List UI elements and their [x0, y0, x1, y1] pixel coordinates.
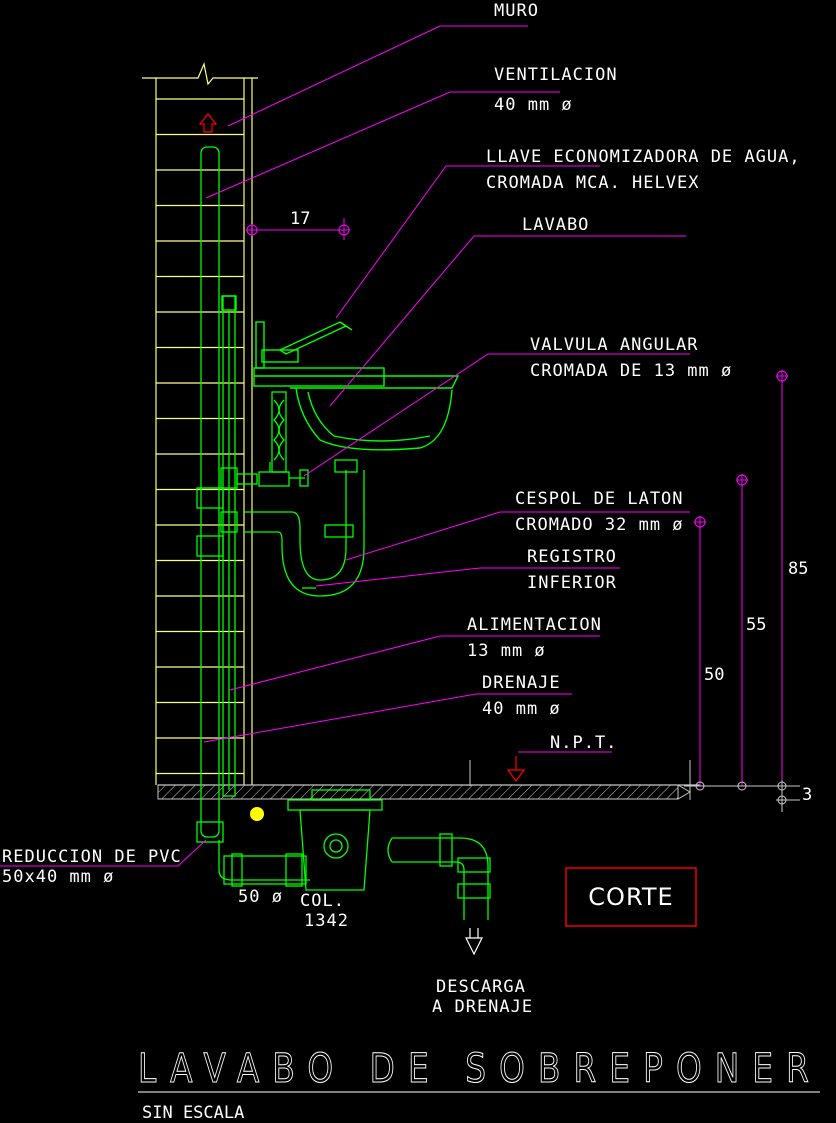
label-llave-line1: LLAVE ECONOMIZADORA DE AGUA,	[486, 147, 801, 167]
label-muro: MURO	[494, 1, 539, 21]
drawing-subtitle: SIN ESCALA	[142, 1103, 244, 1123]
label-valvula-line1: VALVULA ANGULAR	[530, 335, 699, 355]
vent-arrow-marker	[198, 113, 218, 133]
dimension-17: 17	[290, 209, 310, 229]
label-reduccion-line2: 50x40 mm ø	[2, 867, 114, 887]
label-cespol-line2: CROMADO 32 mm ø	[515, 515, 684, 535]
corte-label: CORTE	[588, 883, 673, 911]
label-descarga-line2: A DRENAJE	[432, 997, 533, 1017]
dimension-base	[469, 760, 800, 812]
label-cespol-line1: CESPOL DE LATON	[515, 489, 684, 509]
corte-box	[565, 867, 697, 927]
floor-slab	[157, 784, 700, 800]
pipes	[196, 146, 491, 920]
dimension-lines	[246, 218, 788, 786]
label-valvula-line2: CROMADA DE 13 mm ø	[530, 361, 732, 381]
dimension-55: 55	[746, 615, 766, 635]
label-reduccion-line1: REDUCCION DE PVC	[2, 847, 182, 867]
dimension-85: 85	[788, 559, 808, 579]
label-alimentacion-line1: ALIMENTACION	[467, 615, 602, 635]
reduction-marker	[250, 807, 264, 821]
label-ventilacion-size: 40 mm ø	[494, 95, 573, 115]
label-npt: N.P.T.	[550, 733, 617, 753]
leader-lines	[0, 25, 690, 867]
label-registro-line1: REGISTRO	[527, 547, 617, 567]
label-drenaje-line2: 40 mm ø	[482, 699, 561, 719]
label-col-line1: COL.	[300, 891, 345, 911]
descarga-arrow	[465, 928, 483, 956]
label-llave-line2: CROMADA MCA. HELVEX	[486, 173, 699, 193]
drawing-title: LAVABO DE SOBREPONER	[138, 1046, 822, 1092]
label-ventilacion: VENTILACION	[494, 65, 618, 85]
label-lavabo: LAVABO	[522, 215, 589, 235]
label-col-line2: 1342	[304, 911, 349, 931]
label-alimentacion-line2: 13 mm ø	[467, 641, 546, 661]
label-drenaje-line1: DRENAJE	[482, 673, 561, 693]
dimension-50: 50	[704, 665, 724, 685]
dimension-3: 3	[802, 785, 812, 805]
label-descarga-line1: DESCARGA	[436, 977, 526, 997]
label-registro-line2: INFERIOR	[527, 573, 617, 593]
npt-marker	[506, 756, 526, 783]
label-pipe-50: 50 ø	[238, 887, 283, 907]
